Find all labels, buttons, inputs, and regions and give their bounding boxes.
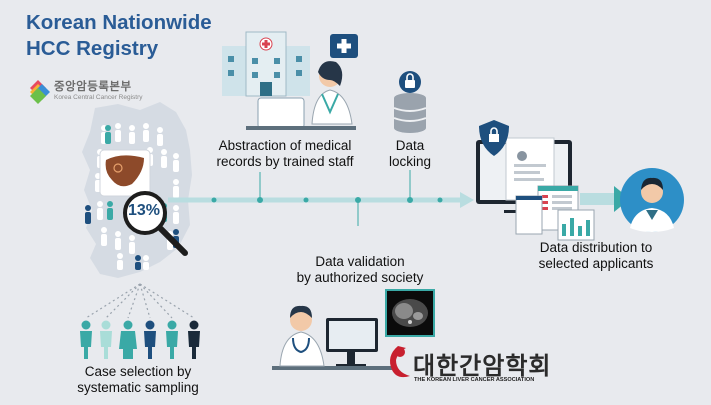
step-abstraction-label: Abstraction of medical records by traine… — [212, 138, 358, 170]
step-validation-label: Data validation by authorized society — [290, 254, 430, 286]
sampling-lines — [85, 283, 195, 319]
sampled-case-figures — [80, 320, 200, 359]
staff-with-laptop-icon — [246, 61, 356, 130]
step-abstraction-line-1: Abstraction of medical — [218, 138, 352, 153]
database-lock-icon — [393, 71, 427, 133]
population-figures — [85, 123, 179, 270]
sample-percent-label: 13% — [128, 202, 161, 219]
step-locking-line-2: locking — [388, 154, 432, 169]
kccr-name-korean: 중앙암등록본부 — [54, 81, 132, 93]
title-line-2: HCC Registry — [26, 37, 159, 60]
step-abstraction-line-2: records by trained staff — [216, 154, 354, 169]
security-shield-icon — [479, 120, 509, 156]
kccr-name-english: Korea Central Cancer Registry — [54, 94, 143, 101]
title-line-1: Korean Nationwide — [26, 11, 212, 34]
kccr-logo-icon — [30, 80, 50, 104]
flow-arrow — [168, 170, 474, 226]
magnifier-icon — [123, 191, 188, 256]
klca-logo-icon — [390, 346, 410, 378]
spreadsheet-windows-icon — [515, 185, 595, 241]
page-title: Korean Nationwide HCC Registry — [26, 10, 266, 62]
step-distribution-label: Data distribution to selected applicants — [532, 240, 660, 272]
applicant-doctor-avatar — [620, 168, 684, 232]
step-selection-line-1: Case selection by — [84, 364, 192, 379]
step-locking-label: Data locking — [380, 138, 440, 170]
step-validation-line-1: Data validation — [315, 254, 405, 269]
hospital-icon — [222, 31, 310, 97]
step-distribution-line-1: Data distribution to — [539, 240, 653, 255]
klca-name-korean: 대한간암학회 — [413, 353, 552, 380]
ct-scan-image — [385, 289, 435, 337]
reviewing-doctor-icon — [272, 305, 396, 370]
klca-name-english: THE KOREAN LIVER CANCER ASSOCIATION — [414, 377, 535, 383]
medical-cross-badge-icon — [330, 34, 358, 58]
step-selection-line-2: systematic sampling — [77, 380, 199, 395]
step-validation-line-2: by authorized society — [296, 270, 424, 285]
step-selection-label: Case selection by systematic sampling — [68, 364, 208, 396]
step-locking-line-1: Data — [395, 138, 425, 153]
liver-icon — [99, 149, 151, 197]
step-distribution-line-2: selected applicants — [538, 256, 654, 271]
